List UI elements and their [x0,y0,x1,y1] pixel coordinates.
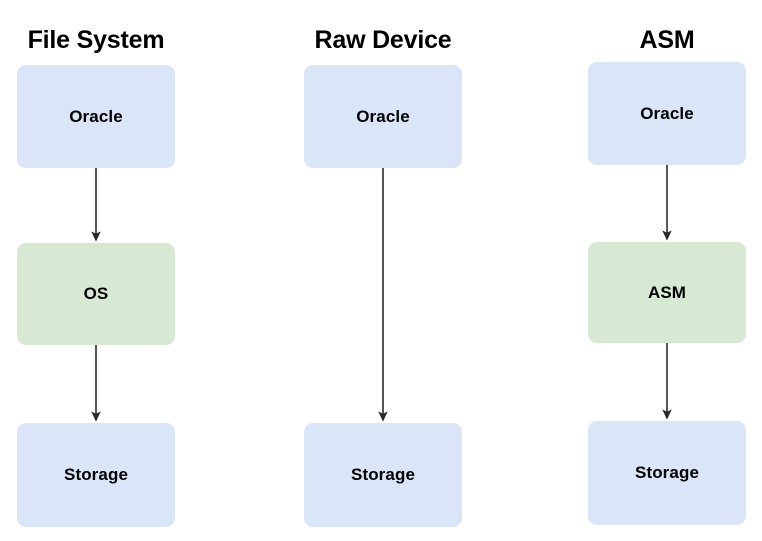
node-fs-storage[interactable]: Storage [17,423,175,527]
column-title-file-system: File System [27,26,165,54]
node-asm-asm[interactable]: ASM [588,242,746,343]
node-rd-oracle[interactable]: Oracle [304,65,462,168]
node-asm-oracle[interactable]: Oracle [588,62,746,165]
column-title-asm: ASM [639,26,695,54]
node-fs-os[interactable]: OS [17,243,175,345]
column-title-raw-device: Raw Device [314,26,452,54]
node-fs-oracle[interactable]: Oracle [17,65,175,168]
node-rd-storage[interactable]: Storage [304,423,462,527]
node-asm-storage[interactable]: Storage [588,421,746,525]
